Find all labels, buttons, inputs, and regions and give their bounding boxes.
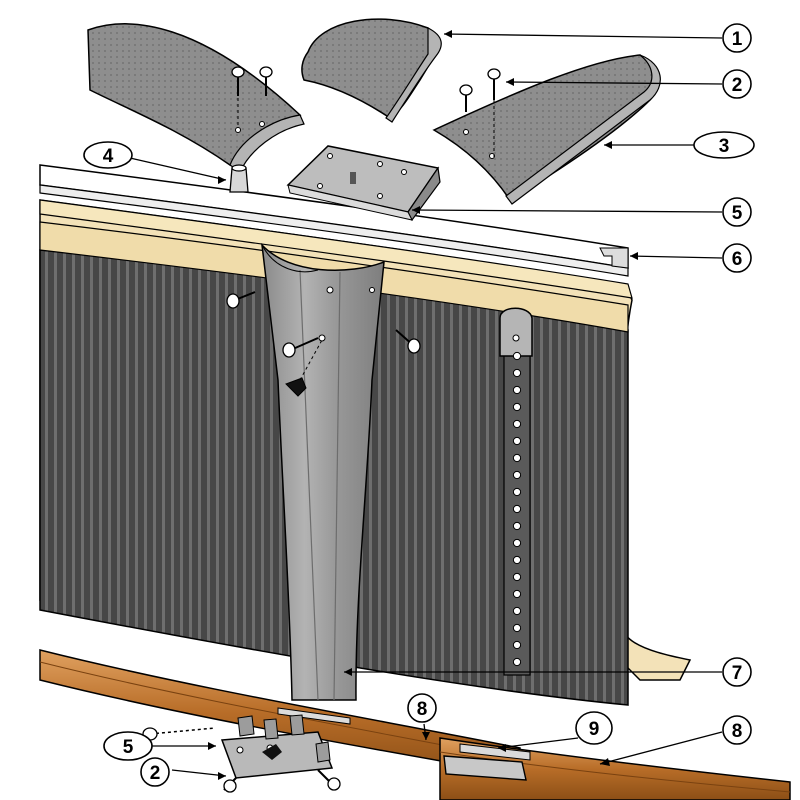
callout-2-top-label: 2 xyxy=(732,75,743,96)
callout-5-bottom: 5 xyxy=(103,731,153,761)
callout-7: 7 xyxy=(722,657,752,687)
callout-9-label: 9 xyxy=(589,719,600,740)
joint-bolt xyxy=(512,419,522,429)
callout-6-label: 6 xyxy=(732,249,743,270)
ledge-screws-left xyxy=(231,66,273,126)
joint-bolt xyxy=(512,521,522,531)
joint-bolt xyxy=(512,555,522,565)
joint-bolt xyxy=(512,470,522,480)
vertical-upright xyxy=(260,242,385,701)
stabilizer-rail xyxy=(39,199,633,299)
joint-bolt xyxy=(512,351,522,361)
callout-3-label: 3 xyxy=(719,136,730,157)
callout-8-left-label: 8 xyxy=(417,699,428,720)
joint-bolt xyxy=(512,436,522,446)
callout-8-right: 8 xyxy=(722,715,752,745)
callout-9: 9 xyxy=(575,711,613,745)
joint-bolt xyxy=(512,487,522,497)
callout-7-label: 7 xyxy=(732,663,743,684)
leader-lines xyxy=(129,33,723,777)
wall-screw-right xyxy=(395,329,421,354)
callout-1: 1 xyxy=(722,23,752,53)
callout-4: 4 xyxy=(83,141,133,169)
callout-8-right-label: 8 xyxy=(732,721,743,742)
wall-screw-center xyxy=(282,337,319,358)
joint-bolt xyxy=(512,572,522,582)
wall-bolt xyxy=(285,377,307,397)
callout-2-bottom: 2 xyxy=(140,757,170,787)
joint-bolt xyxy=(512,368,522,378)
callout-5-top: 5 xyxy=(722,197,752,227)
joint-bolts xyxy=(512,351,522,667)
joint-bolt xyxy=(512,589,522,599)
callout-6: 6 xyxy=(722,243,752,273)
joint-bolt xyxy=(512,657,522,667)
upright-cap-bushing xyxy=(229,164,249,193)
callout-5-top-label: 5 xyxy=(732,203,743,224)
joint-bolt xyxy=(512,538,522,548)
ledge-cap xyxy=(301,18,442,123)
bottom-plate-screws xyxy=(142,727,341,793)
leader-arrows xyxy=(208,30,638,780)
callout-8-left: 8 xyxy=(407,693,437,723)
joint-bolt xyxy=(512,385,522,395)
joint-bolt xyxy=(512,453,522,463)
wall-screw-left xyxy=(226,291,256,309)
joint-bolt xyxy=(512,640,522,650)
joint-bolt xyxy=(512,606,522,616)
bottom-plate xyxy=(220,714,334,779)
ledge-screws-right xyxy=(459,68,501,158)
callout-4-label: 4 xyxy=(103,146,114,167)
top-ledge-left xyxy=(87,23,305,173)
callout-1-label: 1 xyxy=(732,29,743,50)
callout-5-bottom-label: 5 xyxy=(123,737,134,758)
top-plate xyxy=(286,145,441,222)
callout-2-bottom-label: 2 xyxy=(150,763,161,784)
joint-bolt xyxy=(512,402,522,412)
callout-2-top: 2 xyxy=(722,69,752,99)
track-connector xyxy=(443,755,527,781)
callout-3: 3 xyxy=(693,131,755,159)
top-ledge-right xyxy=(432,54,661,205)
joint-bolt xyxy=(512,504,522,514)
joint-bolt xyxy=(512,623,522,633)
coping-rail xyxy=(39,164,629,277)
